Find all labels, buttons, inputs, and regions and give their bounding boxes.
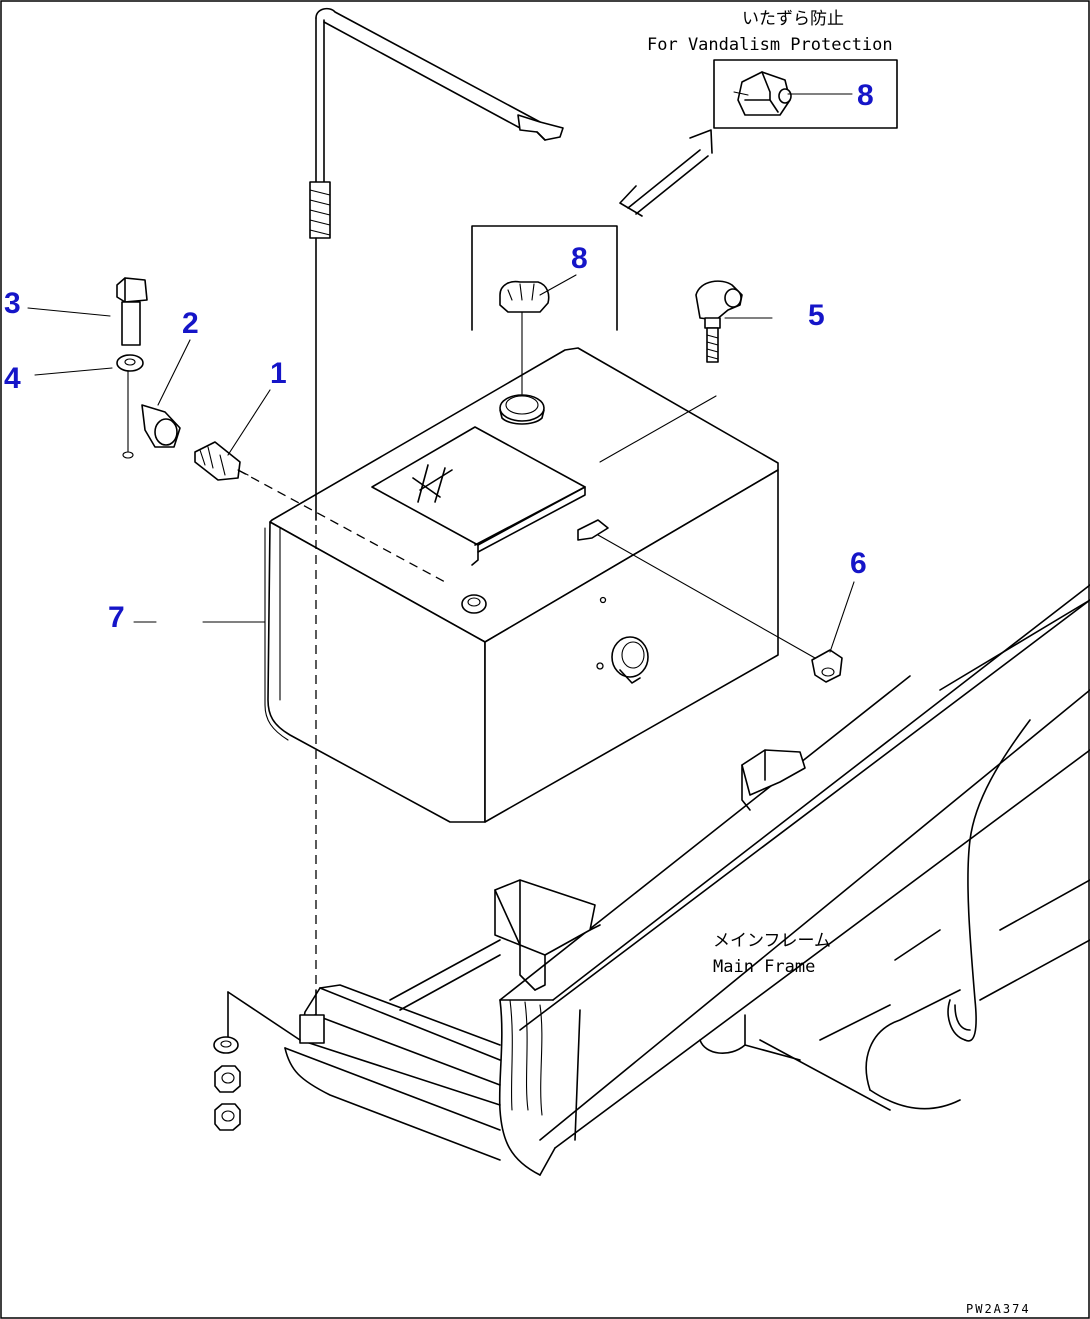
part-2-clamp: [122, 369, 181, 459]
cap-bracket: [471, 225, 618, 331]
mounting-rod: [299, 7, 564, 1044]
leader-lines: [27, 93, 855, 653]
part-4-washer: [116, 354, 144, 372]
part-5-breather: [695, 280, 743, 363]
inset-box: [713, 59, 898, 129]
callout-6: 6: [850, 547, 867, 580]
callout-3: 3: [4, 287, 21, 320]
part-8-filler-cap: [499, 280, 550, 395]
callout-1: 1: [270, 357, 287, 390]
part-1-fitting: [194, 441, 446, 583]
callout-labels: 3 4 2 1 7 8 5 6 8: [4, 79, 874, 634]
callout-8-inset: 8: [857, 79, 874, 112]
callout-2: 2: [182, 307, 199, 340]
fuel-tank: [264, 347, 779, 823]
frame-label-jp: メインフレーム: [713, 931, 831, 951]
callout-4: 4: [4, 362, 21, 395]
mounting-nuts: [213, 991, 301, 1131]
reference-arrow: [619, 129, 713, 217]
callout-5: 5: [808, 299, 825, 332]
inset-title-jp: いたずら防止: [742, 9, 844, 29]
callout-7: 7: [108, 601, 125, 634]
drawing-number: PW2A374: [966, 1302, 1031, 1316]
part-8-lockable-cap: [733, 71, 792, 116]
callout-8-top: 8: [571, 242, 588, 275]
part-3-bolt: [116, 277, 148, 346]
main-frame: [284, 584, 1090, 1176]
inset-title-en: For Vandalism Protection: [647, 35, 893, 55]
part-6-plug: [597, 534, 843, 683]
frame-label-en: Main Frame: [713, 957, 815, 977]
